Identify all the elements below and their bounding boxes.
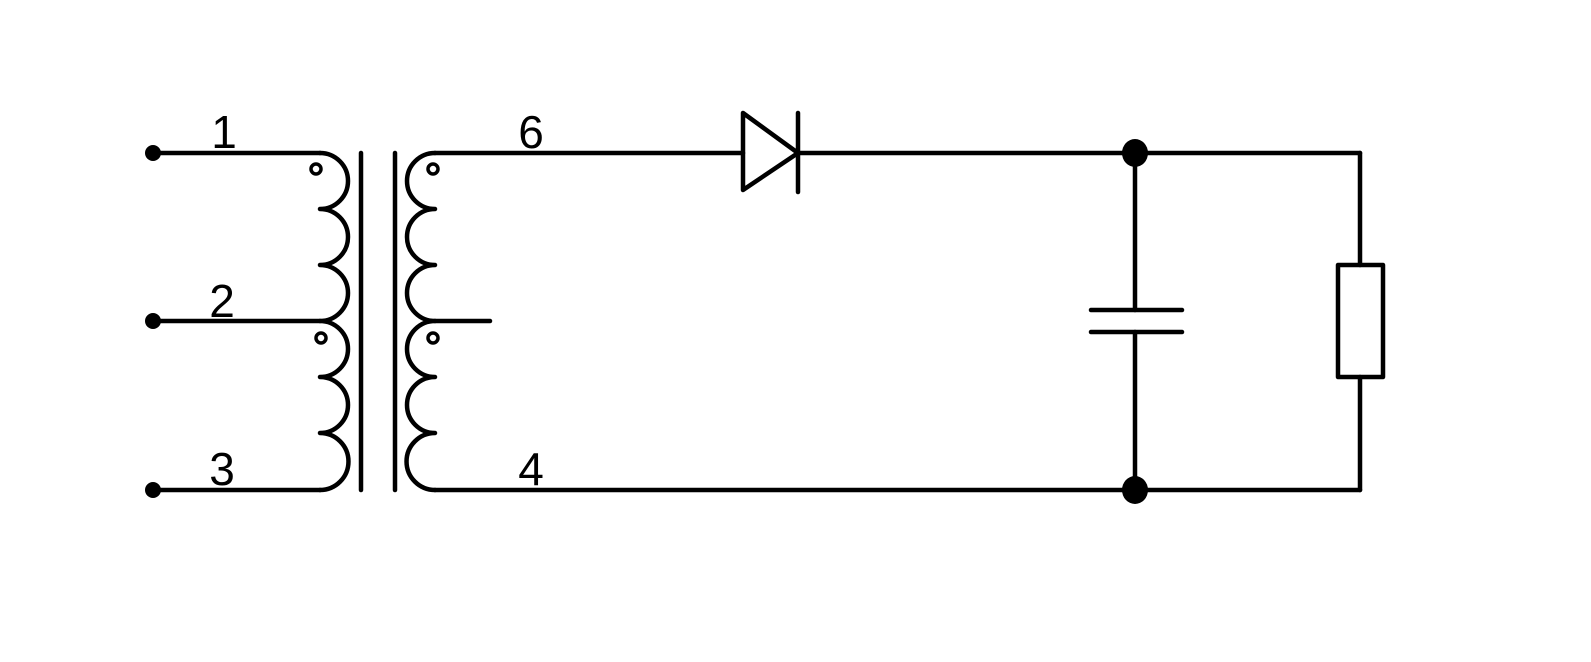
label-pin-4: 4: [518, 443, 544, 495]
diode: [740, 110, 801, 195]
resistor: [1335, 150, 1386, 493]
polarity-dot-secondary-bottom: [426, 331, 440, 345]
label-pin-6: 6: [518, 106, 544, 158]
polarity-dot-primary-bottom: [314, 331, 328, 345]
label-pin-2: 2: [209, 275, 235, 327]
resistor-body: [1335, 262, 1386, 380]
label-pin-3: 3: [209, 443, 235, 495]
polarity-dot-secondary-top: [426, 162, 440, 176]
primary-winding: [317, 150, 351, 493]
capacitor: [1088, 150, 1185, 493]
secondary-winding: [404, 150, 438, 493]
label-pin-1: 1: [211, 106, 237, 158]
polarity-dot-primary-top: [309, 162, 323, 176]
primary-side: 1 2 3: [145, 106, 351, 498]
secondary-side: 6 4: [404, 106, 544, 495]
diode-anode-triangle: [740, 110, 801, 193]
